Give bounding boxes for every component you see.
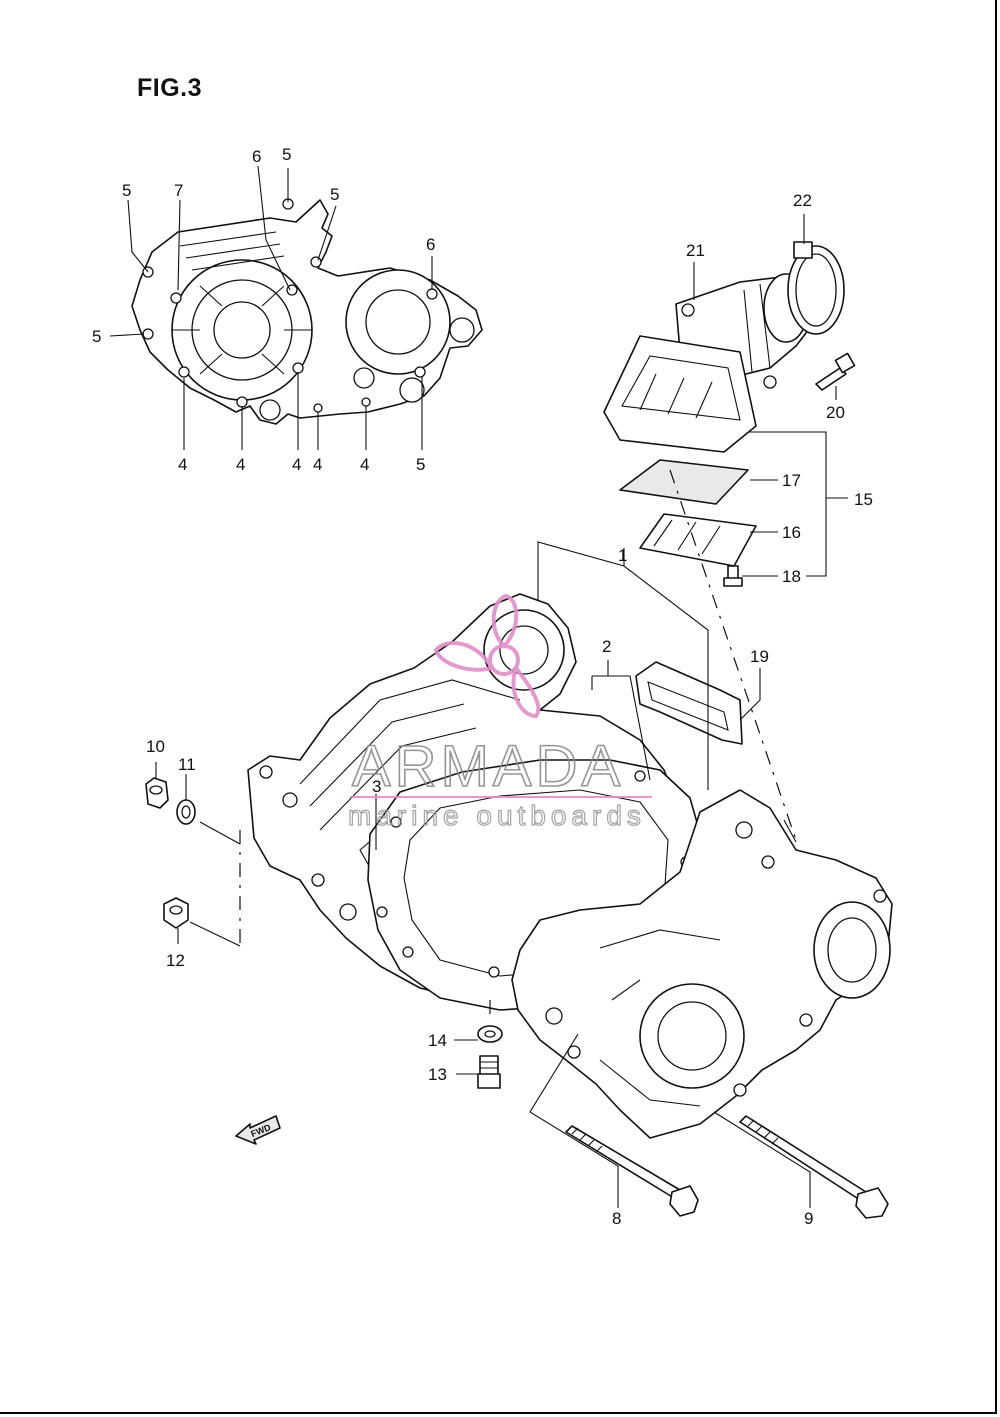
reed-valve-gasket [619,459,749,505]
hardware-leaders [155,762,241,947]
callout-10: 10 [146,737,165,756]
callout-5: 5 [122,181,131,200]
callout-13: 13 [428,1065,447,1084]
callout-17: 17 [782,471,801,490]
callout-1: 1 [618,546,627,565]
callout-22: 22 [793,191,812,210]
lower-leaders [454,1039,480,1075]
callout-16: 16 [782,523,801,542]
callout-6: 6 [252,147,261,166]
callout-3: 3 [372,777,381,796]
long-bolt-8 [565,1125,699,1217]
callout-5: 5 [282,145,291,164]
reed-screw [723,565,743,587]
callout-11: 11 [178,755,196,774]
callout-4: 4 [360,455,369,474]
crankcase-half-view [131,198,483,425]
figure-title: FIG.3 [137,74,203,102]
long-bolt-9 [739,1115,889,1219]
callout-21: 21 [686,241,705,260]
callout-20: 20 [826,403,845,422]
bolt-13 [477,1055,501,1089]
watermark-tagline: marine outboards [348,800,646,831]
intake-leaders [693,214,848,721]
callout-8: 8 [612,1209,621,1228]
intake-clamp [787,241,845,335]
fwd-direction-marker: FWD [235,1115,281,1145]
washer-14 [477,1025,503,1043]
callout-9: 9 [804,1209,813,1228]
long-bolt-leaders [529,1033,811,1208]
intake-gasket-19 [635,661,743,745]
callout-2: 2 [602,637,611,656]
watermark-propeller-icon [433,593,541,719]
intake-bolt [815,352,856,391]
crankcase-right-half [511,789,893,1139]
washer-11 [176,799,196,825]
watermark: ARMADA marine outboards [347,593,652,832]
callout-4: 4 [292,455,301,474]
callout-4: 4 [313,455,322,474]
callout-labels: 5 7 6 5 5 6 5 4 4 4 4 4 5 22 21 20 17 15… [92,145,873,1228]
callout-7: 7 [174,181,183,200]
nut-12 [163,897,189,929]
callout-18: 18 [782,567,801,586]
crankcase-half-leaders [109,165,433,450]
nut-10 [145,777,169,809]
callout-4: 4 [178,455,187,474]
callout-19: 19 [750,647,769,666]
callout-5: 5 [416,455,425,474]
callout-12: 12 [166,951,185,970]
callout-4: 4 [236,455,245,474]
watermark-brand: ARMADA [352,734,624,799]
reed-valve-block [603,335,757,453]
crankcase-leaders [375,541,797,850]
callout-6: 6 [426,235,435,254]
callout-14: 14 [428,1031,447,1050]
reed-valve-petal [639,513,757,567]
callout-15: 15 [854,490,873,509]
callout-5: 5 [330,185,339,204]
callout-5: 5 [92,327,101,346]
